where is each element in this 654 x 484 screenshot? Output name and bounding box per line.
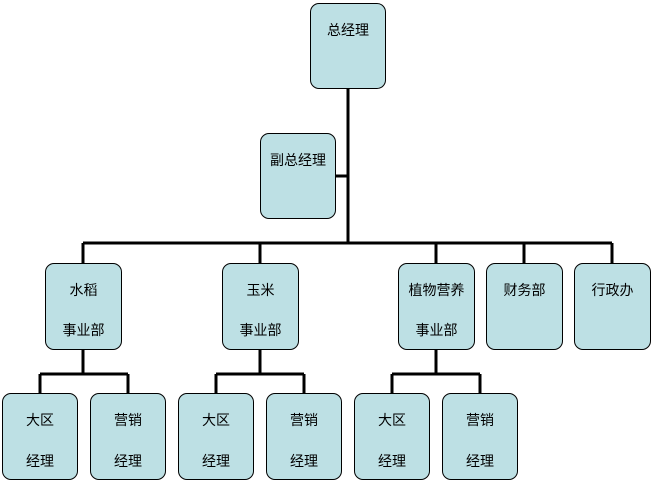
node-label-line1: 营销 [290, 413, 318, 429]
node-corn-marketing-manager: 营销 经理 [266, 393, 342, 480]
node-pn-regional-manager: 大区 经理 [354, 393, 430, 480]
node-pn-marketing-manager: 营销 经理 [442, 393, 518, 480]
node-label-line1: 营销 [466, 413, 494, 429]
node-label-line2: 经理 [290, 454, 318, 470]
node-label: 副总经理 [270, 153, 326, 169]
node-label-line2: 事业部 [62, 323, 105, 339]
node-label-line1: 营销 [114, 413, 142, 429]
node-label-line2: 经理 [202, 454, 230, 470]
node-label-line1: 植物营养 [408, 283, 465, 299]
node-label-line2: 事业部 [239, 323, 282, 339]
node-admin-office: 行政办 [574, 263, 651, 350]
node-label-line2: 经理 [26, 454, 54, 470]
node-rice-division: 水稻 事业部 [45, 263, 122, 350]
node-label: 行政办 [591, 283, 634, 299]
node-label: 总经理 [327, 23, 369, 39]
node-rice-regional-manager: 大区 经理 [2, 393, 78, 480]
node-label-line1: 水稻 [69, 283, 98, 299]
node-general-manager: 总经理 [310, 3, 386, 89]
node-corn-division: 玉米 事业部 [222, 263, 299, 350]
node-label-line2: 经理 [378, 454, 406, 470]
node-corn-regional-manager: 大区 经理 [178, 393, 254, 480]
node-label-line2: 经理 [114, 454, 142, 470]
node-label-line1: 大区 [202, 413, 230, 429]
node-label-line2: 事业部 [415, 323, 458, 339]
node-plant-nutrition-division: 植物营养 事业部 [398, 263, 475, 350]
node-label-line1: 玉米 [246, 283, 275, 299]
node-label: 财务部 [503, 283, 546, 299]
node-rice-marketing-manager: 营销 经理 [90, 393, 166, 480]
node-label-line2: 经理 [466, 454, 494, 470]
node-vice-general-manager: 副总经理 [260, 133, 336, 219]
node-finance-department: 财务部 [486, 263, 563, 350]
node-label-line1: 大区 [26, 413, 54, 429]
node-label-line1: 大区 [378, 413, 406, 429]
